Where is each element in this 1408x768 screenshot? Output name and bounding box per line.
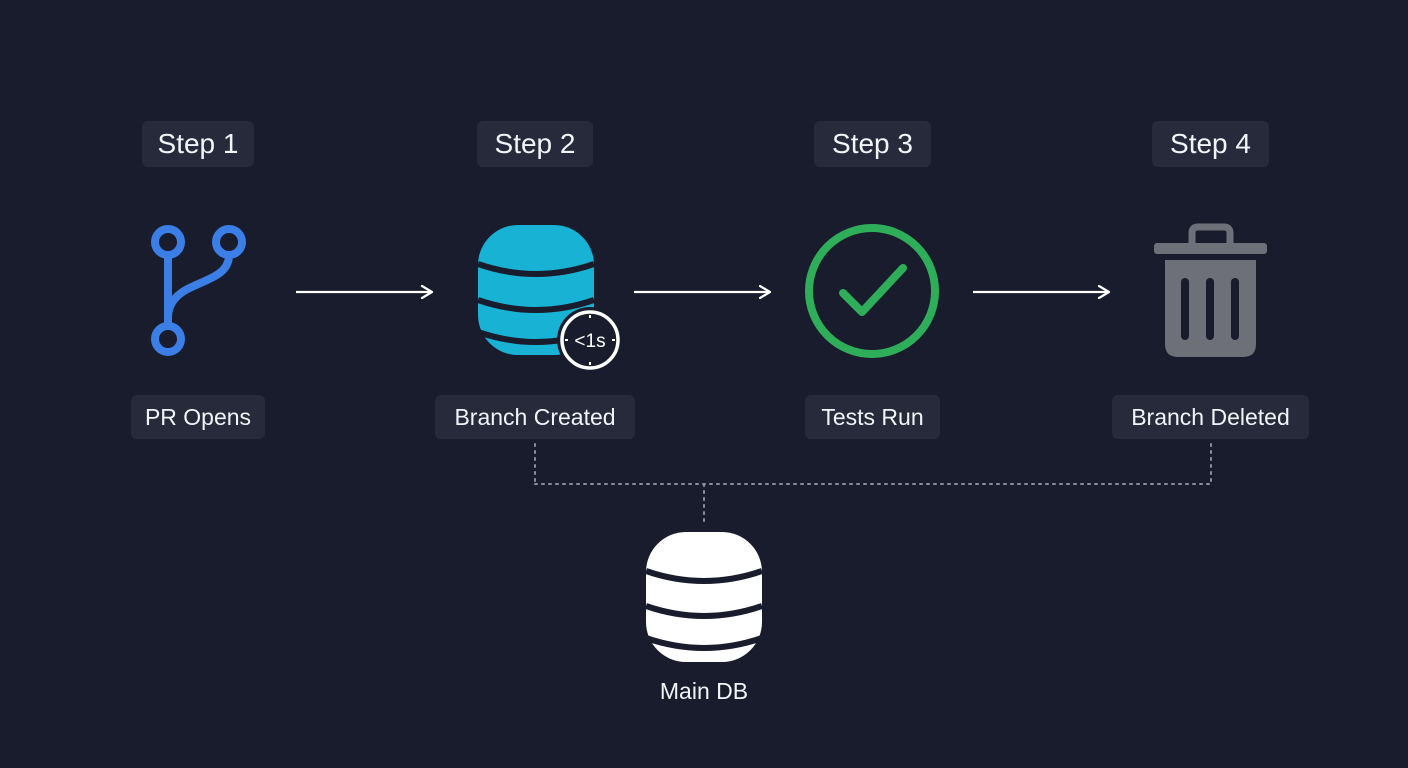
branch-created-label: Branch Created: [435, 395, 635, 439]
dotted-connector: [534, 443, 1212, 525]
main-db-label: Main DB: [659, 678, 749, 704]
pr-opens-label: PR Opens: [131, 395, 265, 439]
main-db-icon: [645, 532, 763, 662]
trash-icon: [1154, 223, 1267, 357]
step-2-label: Step 2: [477, 121, 593, 167]
tests-run-label: Tests Run: [805, 395, 940, 439]
timer-badge: <1s: [557, 307, 623, 373]
git-branch-icon: [151, 225, 246, 356]
step-4-label: Step 4: [1152, 121, 1269, 167]
timer-badge-text: <1s: [574, 331, 605, 352]
step-3-label: Step 3: [814, 121, 931, 167]
step-1-label: Step 1: [142, 121, 254, 167]
branch-deleted-label: Branch Deleted: [1112, 395, 1309, 439]
check-circle-icon: [805, 224, 939, 358]
